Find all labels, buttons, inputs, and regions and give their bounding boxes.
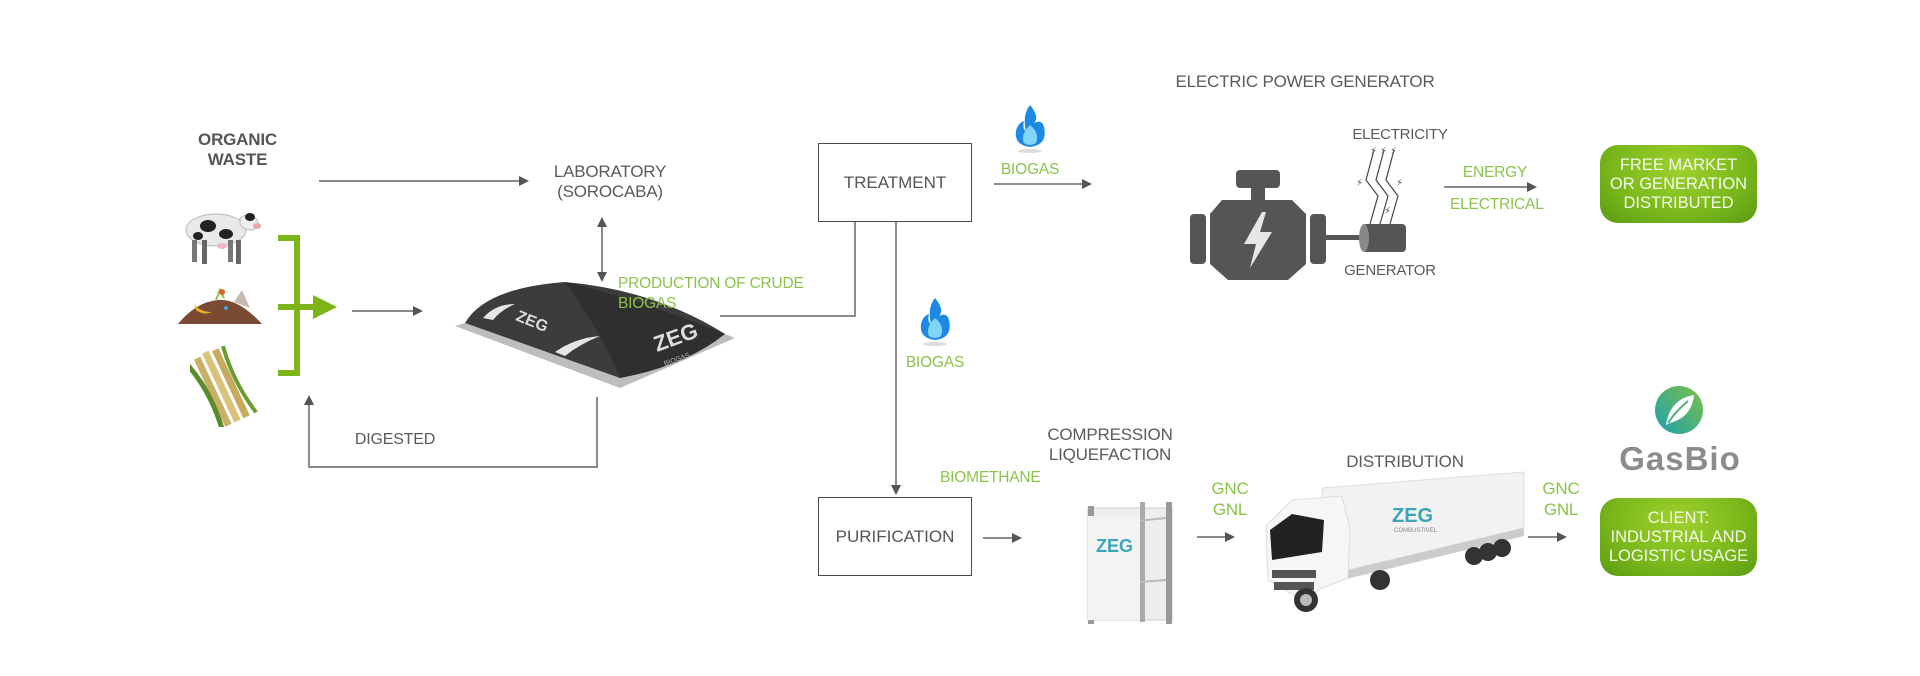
gnc-gnl-left: GNC GNL [1205,478,1255,520]
line-digested-loop [304,395,598,468]
biogas-label-mid: BIOGAS [905,354,965,371]
client-text: CLIENT: INDUSTRIAL AND LOGISTIC USAGE [1609,509,1748,566]
gnc-right: GNC [1542,479,1580,498]
flame-icon [1015,105,1045,153]
laboratory-label: LABORATORY (SOROCABA) [540,162,680,202]
laboratory-line2: (SOROCABA) [557,182,663,201]
sugarcane-icon [190,345,258,427]
purification-label: PURIFICATION [835,526,955,546]
svg-text:⚡: ⚡ [1390,146,1397,157]
laboratory-line1: LABORATORY [553,162,667,181]
svg-text:⚡: ⚡ [1380,146,1387,157]
treatment-label: TREATMENT [843,172,947,192]
engine-icon [1190,170,1326,280]
leaf-logo-icon [1655,386,1703,434]
free-market-button[interactable]: FREE MARKET OR GENERATION DISTRIBUTED [1600,145,1757,223]
compression-line2: LIQUEFACTION [1048,445,1172,464]
free-market-line3: DISTRIBUTED [1623,193,1734,212]
brand-logo-text: GasBio [1619,440,1741,477]
biomethane-label: BIOMETHANE [940,469,1041,486]
gnl-right: GNL [1543,500,1579,519]
client-line1: CLIENT: [1647,508,1710,527]
svg-text:⚡: ⚡ [1396,178,1403,189]
compression-label: COMPRESSION LIQUEFACTION [1045,425,1175,465]
electricity-label: ELECTRICITY [1352,126,1448,143]
gnc-gnl-right: GNC GNL [1536,478,1586,520]
green-bracket-arrowhead [313,295,337,319]
production-label: PRODUCTION OF CRUDE BIOGAS [618,275,804,312]
free-market-line2: OR GENERATION [1609,174,1748,193]
container-brand: ZEG [1096,536,1133,556]
svg-text:⚡: ⚡ [1370,146,1377,157]
free-market-line1: FREE MARKET [1619,155,1738,174]
biodigester-icon: ZEG ZEG BIOGAS [455,282,735,388]
energy-label: ENERGY [1462,164,1528,181]
electric-power-generator-title: ELECTRIC POWER GENERATOR [1175,72,1435,91]
truck-icon: ZEG COMBUSTIVEL [1265,471,1525,612]
compression-line1: COMPRESSION [1047,425,1173,444]
organic-waste-title: ORGANIC WASTE [190,130,285,170]
truck-brand: ZEG [1392,505,1433,527]
purification-box[interactable]: PURIFICATION [818,497,972,576]
treatment-box[interactable]: TREATMENT [818,143,972,222]
compost-icon [178,287,262,324]
generator-icon: ⚡⚡⚡ ⚡⚡⚡ [1326,146,1406,252]
free-market-text: FREE MARKET OR GENERATION DISTRIBUTED [1610,156,1747,213]
electrical-label: ELECTRICAL [1450,196,1544,213]
generator-label: GENERATOR [1344,262,1436,279]
organic-waste-line1: ORGANIC [198,130,277,149]
cow-icon [185,213,261,264]
client-line2: INDUSTRIAL AND [1610,527,1747,546]
truck-brand-sub: COMBUSTIVEL [1394,528,1438,534]
svg-text:⚡: ⚡ [1356,178,1363,189]
line-digester-to-treatment [720,222,856,317]
client-button[interactable]: CLIENT: INDUSTRIAL AND LOGISTIC USAGE [1600,498,1757,576]
gnl-left: GNL [1212,500,1248,519]
flame-icon [920,298,950,346]
digested-label: DIGESTED [354,431,436,448]
biogas-label-top: BIOGAS [1000,161,1060,178]
client-line3: LOGISTIC USAGE [1608,546,1749,565]
gas-container-icon: ZEG [1087,502,1173,624]
gnc-left: GNC [1211,479,1249,498]
svg-text:⚡: ⚡ [1384,206,1391,217]
organic-waste-line2: WASTE [207,150,268,169]
distribution-label: DISTRIBUTION [1346,452,1464,471]
